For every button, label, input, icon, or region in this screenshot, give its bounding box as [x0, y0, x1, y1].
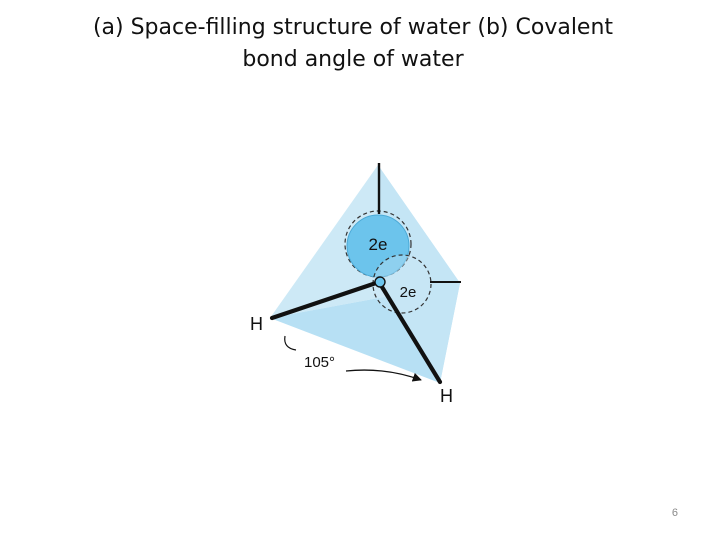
page-number: 6 [671, 507, 678, 519]
title-line-2: bond angle of water [242, 47, 464, 72]
title-line-1: (a) Space-filling structure of water (b)… [92, 15, 614, 40]
tetrahedron-right-face [378, 165, 460, 383]
bond-angle-arc-lower [345, 369, 422, 382]
hydrogen-left-label: H [250, 314, 263, 334]
bond-oxygen-to-right-hydrogen [376, 279, 443, 385]
bond-oxygen-to-left-hydrogen [269, 279, 382, 321]
bond-angle-label: 105° [304, 354, 335, 371]
slide-title: (a) Space-filling structure of water (b)… [0, 12, 706, 76]
lone-pair-lower-label: 2e [400, 284, 417, 301]
lone-pair-upper-label: 2e [369, 235, 388, 254]
oxygen-nucleus [374, 276, 386, 288]
hydrogen-right-label: H [440, 386, 453, 406]
bond-angle-arc-upper [284, 335, 297, 351]
